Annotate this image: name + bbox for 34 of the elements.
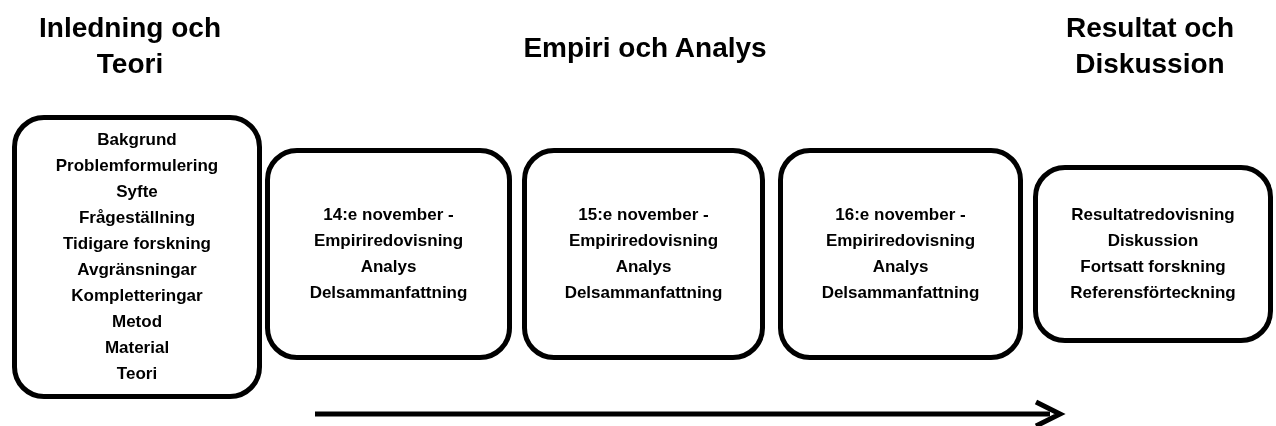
box-text: Teori xyxy=(116,363,158,385)
box-text: Referensförteckning xyxy=(1070,282,1236,304)
section-heading: Inledning och Teori xyxy=(38,11,222,81)
rounded-box xyxy=(778,148,1023,360)
box-text: Metod xyxy=(111,311,162,333)
box-text: Problemformulering xyxy=(55,155,219,177)
rounded-box xyxy=(1033,165,1273,343)
box-text: Resultatredovisning xyxy=(1071,204,1235,226)
box-text: Kompletteringar xyxy=(71,285,203,307)
box-text: Frågeställning xyxy=(78,207,196,229)
box-text: Fortsatt forskning xyxy=(1080,256,1226,278)
box-text: Delsammanfattning xyxy=(564,282,723,304)
box-text: Analys xyxy=(360,256,417,278)
rounded-box xyxy=(522,148,765,360)
rounded-box xyxy=(265,148,512,360)
box-text: Delsammanfattning xyxy=(309,282,468,304)
rounded-box xyxy=(12,115,262,399)
box-text: Diskussion xyxy=(1107,230,1199,252)
box-text: Syfte xyxy=(116,181,158,203)
box-text: Bakgrund xyxy=(97,129,177,151)
box-text: 15:e november - xyxy=(578,204,709,226)
box-text: Avgränsningar xyxy=(77,259,197,281)
box-text: Delsammanfattning xyxy=(821,282,980,304)
box-text: 16:e november - xyxy=(835,204,966,226)
box-text: Analys xyxy=(615,256,672,278)
box-text: 14:e november - xyxy=(323,204,454,226)
section-heading: Resultat och Diskussion xyxy=(1065,11,1235,81)
box-text: Material xyxy=(104,337,170,359)
box-text: Analys xyxy=(872,256,929,278)
box-text: Empiriredovisning xyxy=(313,230,464,252)
box-text: Empiriredovisning xyxy=(825,230,976,252)
box-text: Tidigare forskning xyxy=(63,233,211,255)
section-heading: Empiri och Analys xyxy=(522,31,768,65)
box-text: Empiriredovisning xyxy=(568,230,719,252)
